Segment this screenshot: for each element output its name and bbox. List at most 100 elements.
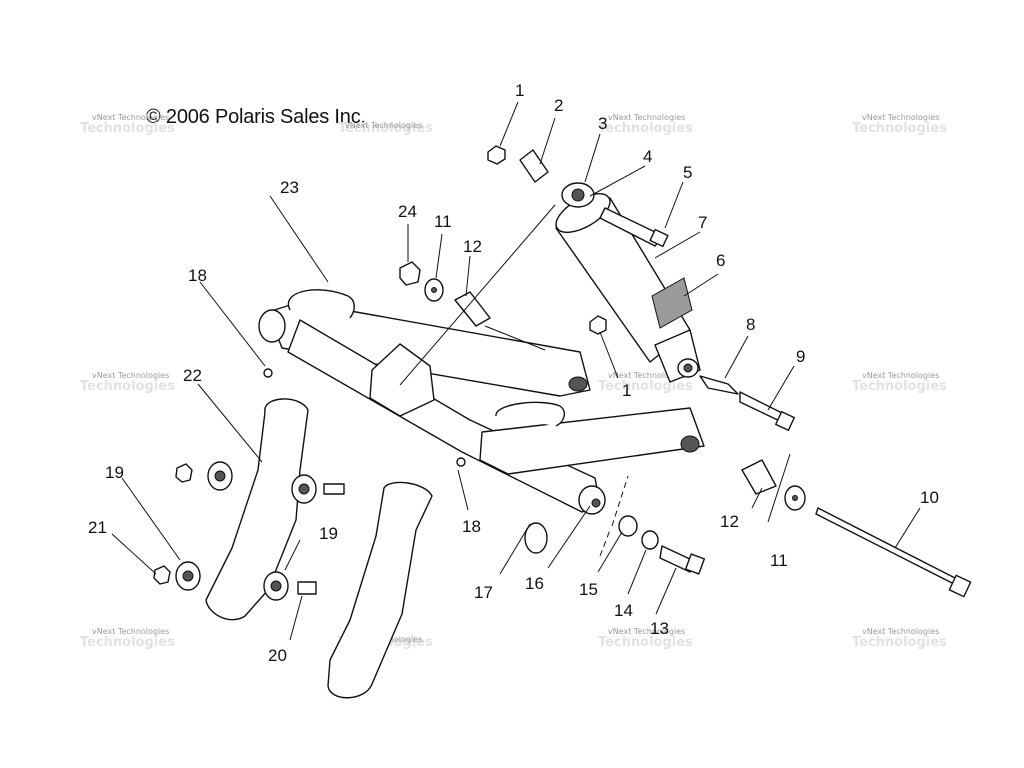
loop-handle — [495, 401, 566, 427]
callout-24: 24 — [398, 202, 417, 221]
callout-2: 2 — [554, 96, 563, 115]
tube-bore — [591, 498, 601, 508]
washer-hole — [431, 287, 437, 293]
callout-1: 1 — [515, 81, 524, 100]
callout-19a: 19 — [105, 463, 124, 482]
callout-14: 14 — [614, 601, 633, 620]
arm-end-bore — [680, 435, 700, 453]
strap-hardware — [153, 461, 345, 601]
watermark-back: Technologies — [852, 379, 947, 394]
callout-5: 5 — [683, 163, 692, 182]
o-ring — [524, 522, 548, 554]
long-bolt-head — [948, 574, 972, 598]
callout-23: 23 — [280, 178, 299, 197]
watermark-back: Technologies — [852, 121, 947, 136]
shock-absorber — [555, 182, 701, 383]
watermark-back: Technologies — [598, 635, 693, 650]
callout-21: 21 — [88, 518, 107, 537]
spacer — [454, 291, 491, 327]
watermark: vNext Technologies — [862, 627, 939, 636]
callout-11b: 11 — [770, 551, 788, 570]
arm-end-boss — [258, 309, 286, 343]
watermark-back: Technologies — [852, 635, 947, 650]
upper-arm-assembly — [258, 289, 705, 515]
nut — [399, 261, 421, 286]
shock-upper-bushing — [571, 188, 585, 202]
nut — [487, 145, 506, 165]
callout-20: 20 — [268, 646, 287, 665]
washer — [641, 530, 659, 550]
callout-labels: 1 2 3 4 5 7 6 8 9 10 1 23 24 11 12 18 22… — [88, 81, 939, 665]
grease-fitting — [263, 368, 273, 378]
watermark-back: Technologies — [338, 121, 433, 136]
leader-lines — [111, 101, 921, 641]
arm-hardware — [399, 261, 972, 598]
watermark-group: Technologies vNext Technologies Technolo… — [80, 113, 947, 650]
callout-18b: 18 — [462, 517, 481, 536]
spacer — [699, 375, 739, 395]
nut — [175, 463, 193, 483]
callout-11a: 11 — [434, 212, 452, 231]
bolt-head — [774, 410, 796, 432]
bushing-bore — [214, 470, 226, 482]
callout-8: 8 — [746, 315, 755, 334]
bolt — [659, 545, 693, 573]
watermark: vNext Technologies — [92, 627, 169, 636]
bolt-head — [649, 228, 669, 248]
upper-arm-right — [479, 407, 705, 475]
callout-9: 9 — [796, 347, 805, 366]
bolt-head — [684, 553, 706, 575]
callout-19b: 19 — [319, 524, 338, 543]
nut — [153, 565, 171, 585]
watermark-back: Technologies — [80, 121, 175, 136]
center-bracket — [369, 343, 435, 417]
link-strap-left — [205, 398, 309, 621]
callout-6: 6 — [716, 251, 725, 270]
watermark: vNext Technologies — [608, 371, 685, 380]
callout-1b: 1 — [622, 381, 631, 400]
nut — [589, 315, 607, 335]
callout-3: 3 — [598, 114, 607, 133]
shock-lower-bushing — [683, 363, 693, 373]
spacer — [741, 459, 777, 495]
washer-hole — [792, 495, 798, 501]
callout-13: 13 — [650, 619, 669, 638]
tube-end — [578, 485, 606, 515]
callout-4: 4 — [643, 147, 652, 166]
watermark: vNext Technologies — [862, 113, 939, 122]
watermark-back: Technologies — [80, 379, 175, 394]
watermark-back: Technologies — [598, 379, 693, 394]
watermark-back: Technologies — [598, 121, 693, 136]
hardware-upper-shock — [487, 145, 796, 432]
shock-spring-collar — [651, 277, 693, 329]
watermark: vNext Technologies — [608, 627, 685, 636]
arm-end-bore — [568, 376, 588, 392]
pin — [323, 483, 345, 495]
watermark: vNext Technologies — [862, 371, 939, 380]
callout-12b: 12 — [720, 512, 739, 531]
callout-16: 16 — [525, 574, 544, 593]
callout-7: 7 — [698, 213, 707, 232]
bushing-bore — [182, 570, 194, 582]
grease-fitting — [456, 457, 466, 467]
pin — [297, 581, 317, 595]
loop-handle — [287, 289, 355, 319]
watermark: vNext Technologies — [608, 113, 685, 122]
watermark: vNext Technologies — [92, 371, 169, 380]
spacer — [519, 149, 549, 183]
bushing-bore — [270, 580, 282, 592]
washer — [618, 515, 638, 537]
watermark: vNext Technologies — [345, 121, 422, 130]
watermark: vNext Technologies — [92, 113, 169, 122]
callout-12a: 12 — [463, 237, 482, 256]
callout-10: 10 — [920, 488, 939, 507]
long-bolt — [815, 507, 959, 587]
callout-18a: 18 — [188, 266, 207, 285]
callout-15: 15 — [579, 580, 598, 599]
watermark-back: Technologies — [80, 635, 175, 650]
link-straps — [205, 398, 433, 699]
link-strap-right — [327, 481, 433, 699]
bushing-bore — [298, 483, 310, 495]
